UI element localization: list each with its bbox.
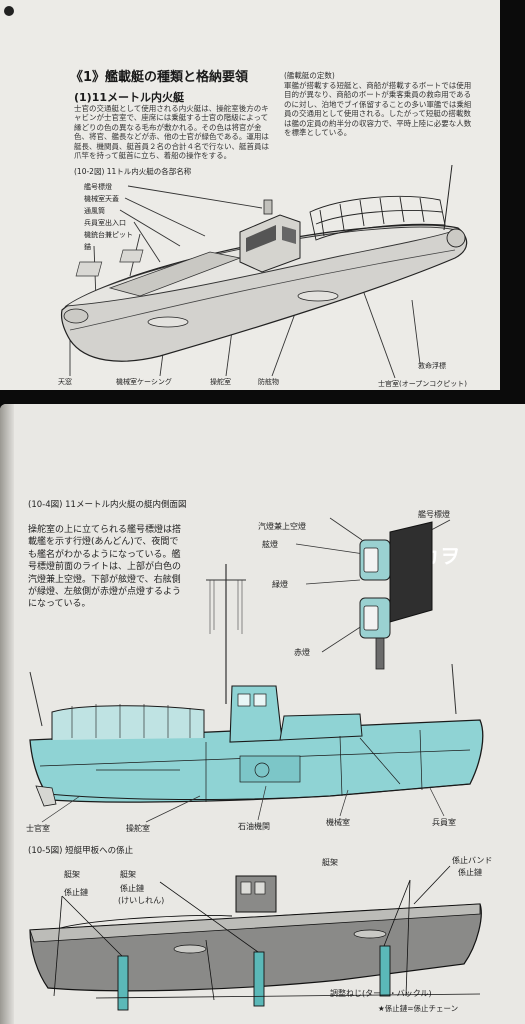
- figure5-caption: (10-5図) 短艇甲板への係止: [28, 846, 134, 856]
- label-fig5-chain-reading: (けいしれん): [118, 896, 165, 905]
- label-ship-sign-lamp: 艦号標燈: [418, 510, 450, 519]
- label-life-buoy: 救命浮標: [418, 362, 446, 370]
- top-page: 《1》艦載艇の種類と格納要領 (1)11メートル内火艇 士官の交通艇として使用さ…: [0, 0, 500, 390]
- section-title: 《1》艦載艇の種類と格納要領: [70, 70, 249, 85]
- label-fig5-band: 係止バンド: [452, 856, 493, 865]
- label-officer-cabin: 士官室(オープンコクピット): [378, 380, 468, 388]
- boat-cutaway-drawing: [29, 564, 484, 823]
- book-spine-shadow: [0, 404, 14, 1024]
- sidebar-heading: (艦載艇の定数): [284, 71, 335, 80]
- label-wheelhouse: 操舵室: [210, 378, 231, 386]
- label-officer-room: 士官室: [26, 824, 50, 833]
- sidebar-text: 軍艦が搭載する短艇と、商船が搭載するボートでは使用目的が異なり、商船のボートが乗…: [284, 81, 472, 137]
- label-fig5-davit-left: 艇架: [64, 870, 80, 879]
- bottom-page: (10-4図) 11メートル内火艇の艇内側面図 操舵室の上に立てられる艦号標燈は…: [0, 404, 525, 1024]
- boat-perspective-drawing: [60, 164, 468, 379]
- label-mast-lamp: 汽燈兼上空燈: [258, 522, 306, 531]
- label-fig5-davit-mid: 艇架: [120, 870, 136, 879]
- label-engine-casing: 機械室ケーシング: [116, 378, 172, 386]
- bottom-drawings: [29, 517, 484, 1011]
- label-fig5-chain-mid: 係止鏈: [120, 884, 144, 893]
- label-green-lamp: 緑燈: [272, 580, 288, 589]
- label-chain-note: ★係止鏈=係止チェーン: [378, 1004, 459, 1013]
- lamp-description: 操舵室の上に立てられる艦号標燈は搭載艦を示す行燈(あんどん)で、夜間でも艦名がわ…: [28, 525, 182, 610]
- label-fig5-chain-right: 係止鏈: [458, 868, 482, 877]
- figure-caption: (10-2図) 11トル内火艇の各部名称: [74, 167, 192, 176]
- boat-stowage-drawing: [29, 865, 482, 1011]
- label-side-lamp: 舷燈: [262, 540, 278, 549]
- label-ventilator: 通風筒: [84, 207, 105, 215]
- label-fig5-davit-right: 艇架: [322, 858, 338, 867]
- label-anchor: 錨: [84, 243, 91, 251]
- label-engine-room: 機械室: [326, 818, 350, 827]
- label-crew-entrance: 兵員室出入口: [84, 219, 126, 227]
- figure4-caption: (10-4図) 11メートル内火艇の艇内側面図: [28, 500, 187, 510]
- label-gun-pit: 機銃台兼ピット: [84, 231, 133, 239]
- subtitle: (1)11メートル内火艇: [74, 91, 185, 104]
- label-skylight: 天窓: [58, 378, 72, 386]
- label-crew-room: 兵員室: [432, 818, 456, 827]
- intro-text: 士官の交通艇として使用される内火艇は、操舵室後方のキャビンが士官室で、座席には乗…: [74, 104, 269, 160]
- label-red-lamp: 赤燈: [294, 648, 310, 657]
- label-engine-hatch: 機械室天蓋: [84, 195, 119, 203]
- binding-hole: [4, 6, 14, 16]
- label-fig5-chain-left: 係止鏈: [64, 888, 88, 897]
- label-oil-engine: 石油機関: [238, 822, 270, 831]
- label-wheelhouse-section: 操舵室: [126, 824, 150, 833]
- label-bow-lamp: 艦号標燈: [84, 183, 112, 191]
- lamp-sign-detail: [295, 517, 451, 670]
- label-fender: 防舷物: [258, 378, 279, 386]
